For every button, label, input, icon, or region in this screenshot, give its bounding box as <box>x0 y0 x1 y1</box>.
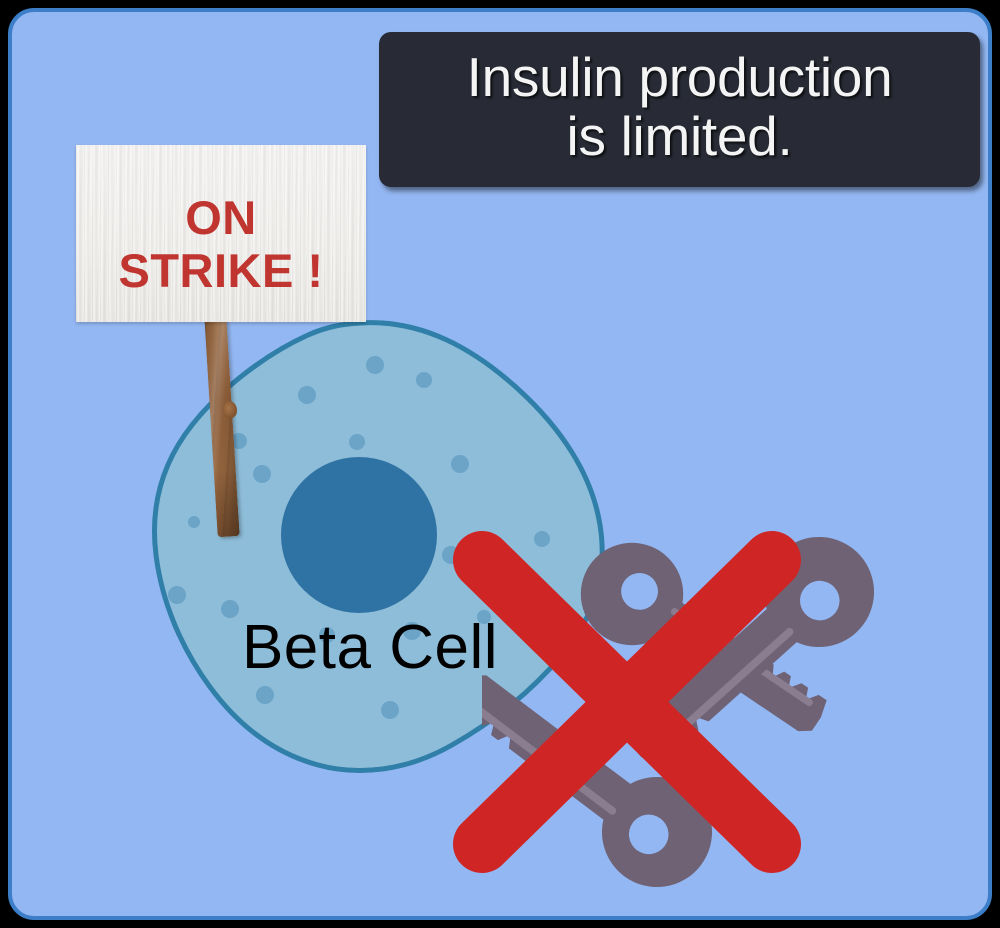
beta-cell-svg <box>152 320 605 773</box>
illustration-panel: Beta Cell <box>8 8 992 920</box>
cell-nucleus <box>281 457 437 613</box>
beta-cell-label: Beta Cell <box>241 613 499 682</box>
sign-board <box>76 145 366 322</box>
cell-granules <box>168 356 550 719</box>
beta-cell-figure: Beta Cell <box>122 317 632 782</box>
caption-banner: Insulin production is limited. <box>379 32 980 187</box>
red-cross-svg <box>453 531 801 873</box>
red-cross-icon <box>442 522 812 882</box>
protest-sign: ON STRIKE ! <box>76 145 366 322</box>
caption-text: Insulin production is limited. <box>466 46 893 167</box>
sign-text: ON STRIKE ! <box>118 190 324 297</box>
